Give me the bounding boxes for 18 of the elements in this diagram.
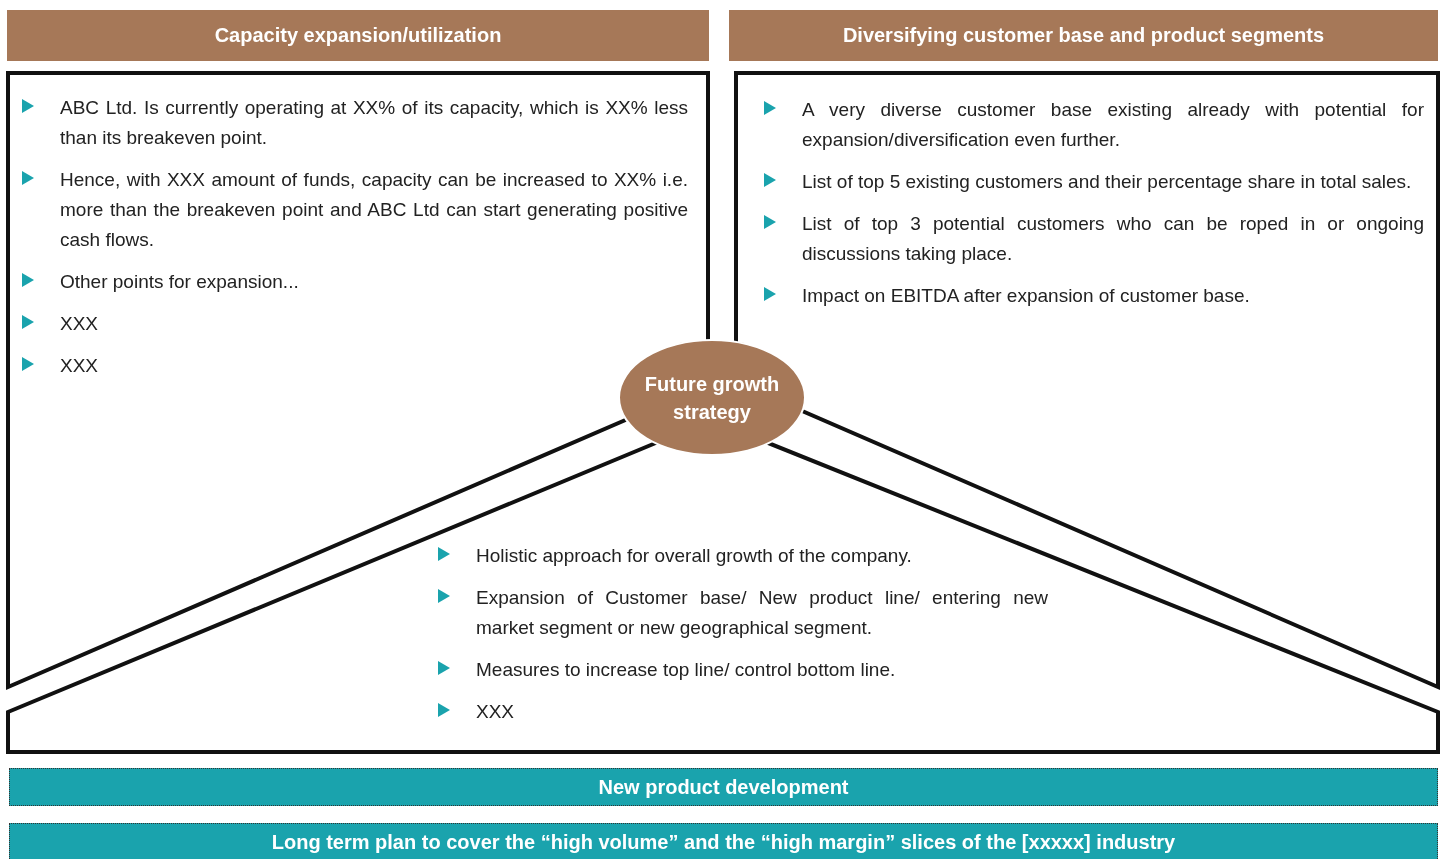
section-header: Capacity expansion/utilization bbox=[7, 10, 709, 61]
section-header: Diversifying customer base and product segments bbox=[729, 10, 1438, 61]
bullet-text: ABC Ltd. Is currently operating at XX% of its capacity, which is XX% less than its breakeven point. bbox=[60, 96, 688, 150]
bullet-text: Hence, with XXX amount of funds, capacity can be increased to XX% i.e. more than the breakeven point and ABC Ltd can start generating positive cash flows. bbox=[60, 168, 688, 252]
bullet-text: Other points for expansion... bbox=[60, 270, 300, 294]
banner: Long term plan to cover the “high volume” and the “high margin” slices of the [xxxxx] industry bbox=[9, 823, 1438, 859]
bullet-text: List of top 5 existing customers and their percentage share in total sales. bbox=[802, 170, 1413, 194]
bullet-text: List of top 3 potential customers who can be roped in or ongoing discussions taking place. bbox=[802, 212, 1424, 266]
bullet-text: Impact on EBITDA after expansion of customer base. bbox=[802, 284, 1251, 308]
bullet-text: XXX bbox=[60, 354, 100, 378]
banner: New product development bbox=[9, 768, 1438, 806]
center-ellipse: Future growth strategy bbox=[618, 339, 806, 456]
bullet-text: XXX bbox=[60, 312, 100, 336]
bullet-text: Measures to increase top line/ control bottom line. bbox=[476, 658, 897, 682]
bullet-text: Expansion of Customer base/ New product line/ entering new market segment or new geographical segment. bbox=[476, 586, 1048, 640]
bullet-text: Holistic approach for overall growth of the company. bbox=[476, 544, 913, 568]
bullet-text: A very diverse customer base existing already with potential for expansion/diversification even further. bbox=[802, 98, 1424, 152]
bullet-text: XXX bbox=[476, 700, 516, 724]
